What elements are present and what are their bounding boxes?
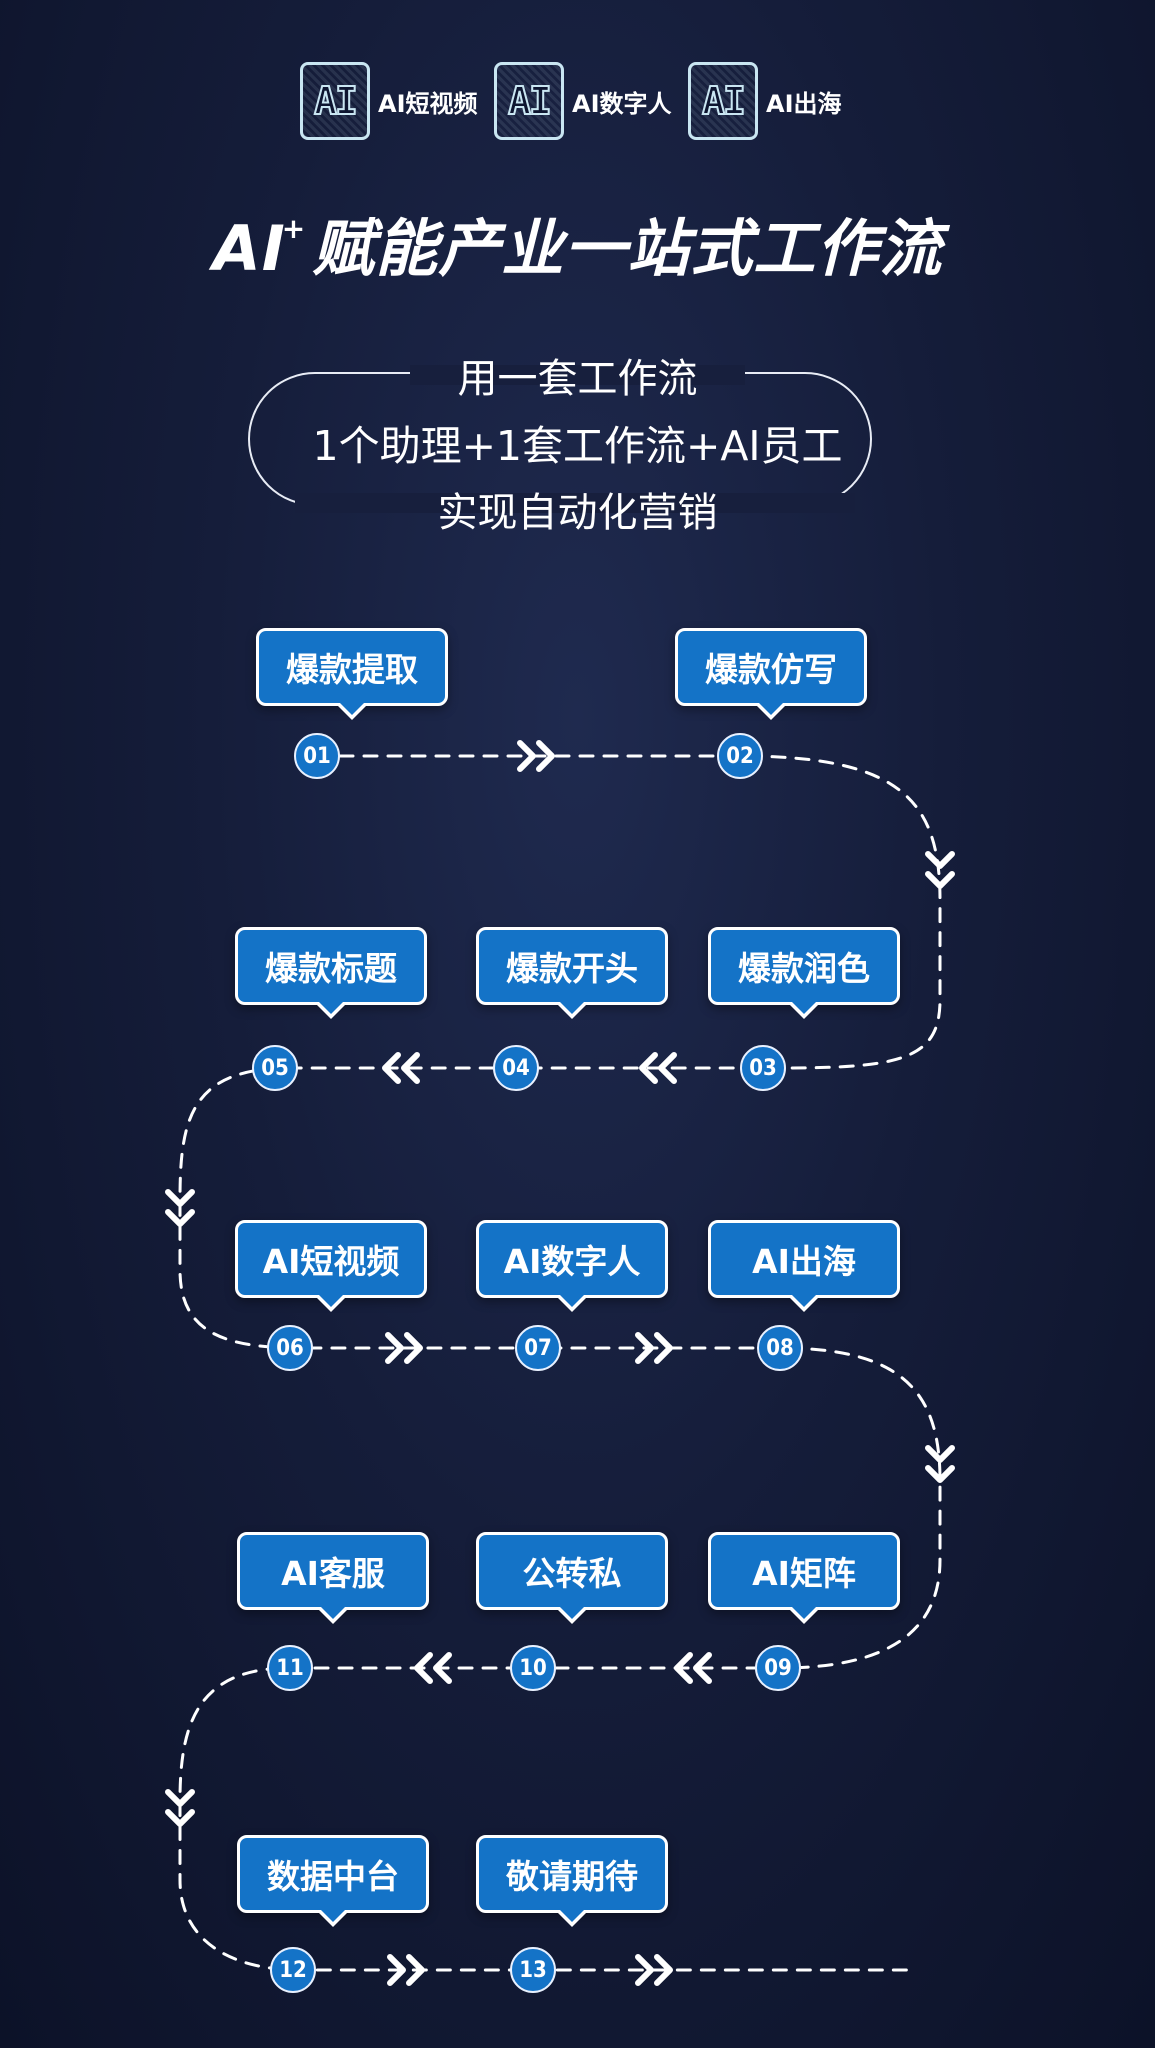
frame-gap-top [410,365,745,385]
badge-label: AI出海 [766,89,842,118]
slogan-line-2: 1个助理+1套工作流+AI员工 [312,422,843,470]
title-plus: + [281,212,307,245]
badge-label: AI短视频 [378,89,478,118]
ai-logo-icon: AI [688,62,758,140]
badge-ai-short-video: AI AI短视频 [300,62,478,140]
ai-logo-icon: AI [494,62,564,140]
dashed-connector [178,754,942,1972]
badge-ai-overseas: AI AI出海 [688,62,842,140]
step-box-06: AI短视频 [235,1220,427,1312]
step-number-13: 13 [510,1947,556,1993]
step-box-11: AI客服 [237,1532,429,1624]
badge-label: AI数字人 [572,89,672,118]
chevron-icons [165,740,955,1986]
step-box-13: 敬请期待 [476,1835,668,1927]
step-number-10: 10 [510,1645,556,1691]
badge-ai-digital-human: AI AI数字人 [494,62,672,140]
step-box-09: AI矩阵 [708,1532,900,1624]
step-box-10: 公转私 [476,1532,668,1624]
title-prefix: AI [212,212,286,285]
step-number-08: 08 [757,1325,803,1371]
step-number-12: 12 [270,1947,316,1993]
step-box-07: AI数字人 [476,1220,668,1312]
slogan-line-1: 用一套工作流 [457,356,698,402]
step-box-08: AI出海 [708,1220,900,1312]
page-title: AI+赋能产业一站式工作流 [0,198,1155,288]
step-box-04: 爆款开头 [476,927,668,1019]
step-number-06: 06 [267,1325,313,1371]
title-main: 赋能产业一站式工作流 [312,212,943,285]
step-box-05: 爆款标题 [235,927,427,1019]
step-number-05: 05 [252,1045,298,1091]
step-box-12: 数据中台 [237,1835,429,1927]
step-number-01: 01 [294,733,340,779]
step-box-01: 爆款提取 [256,628,448,720]
frame-gap-bottom [295,493,855,513]
step-number-07: 07 [515,1325,561,1371]
step-number-03: 03 [740,1045,786,1091]
step-box-03: 爆款润色 [708,927,900,1019]
step-number-04: 04 [493,1045,539,1091]
slogan-line-3: 实现自动化营销 [437,490,718,536]
step-box-02: 爆款仿写 [675,628,867,720]
step-number-11: 11 [267,1645,313,1691]
step-number-09: 09 [755,1645,801,1691]
step-number-02: 02 [717,733,763,779]
ai-logo-icon: AI [300,62,370,140]
